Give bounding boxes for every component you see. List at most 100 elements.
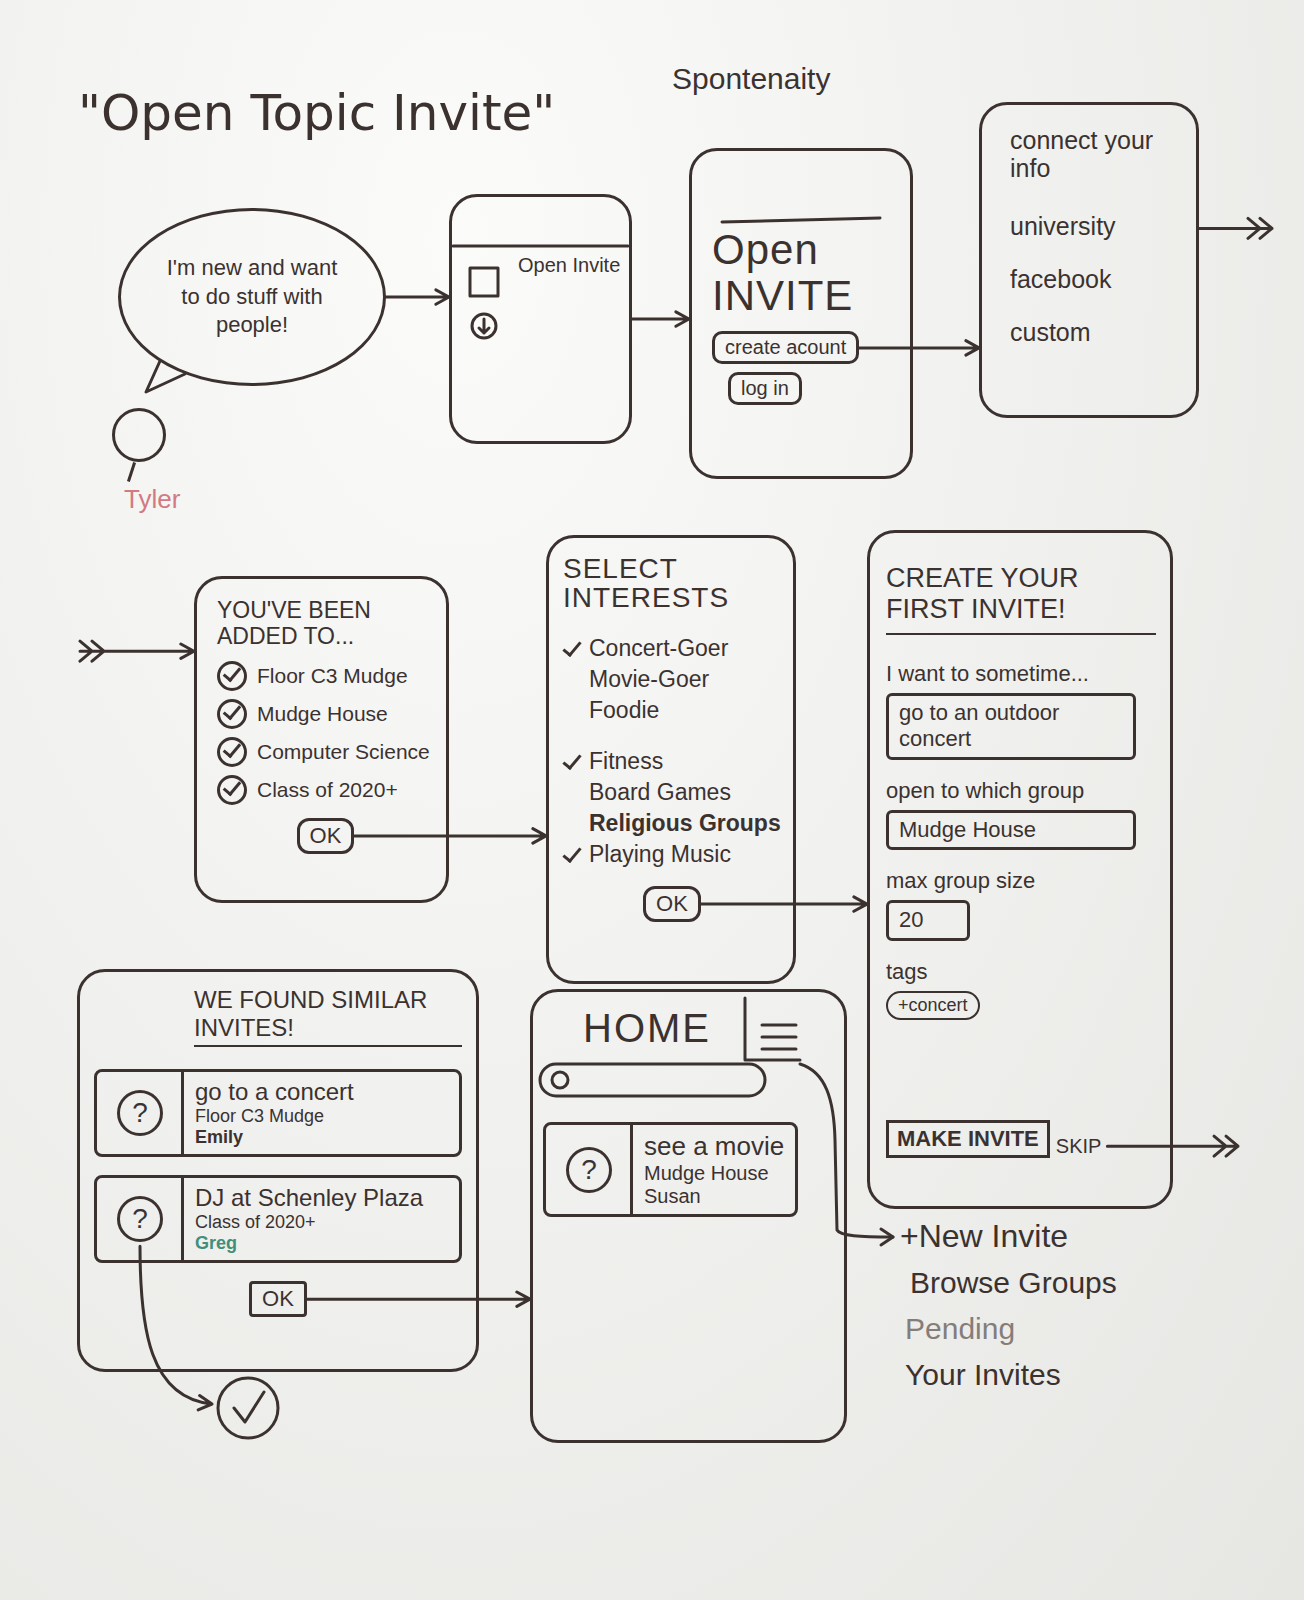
node-text: open to which group	[886, 778, 1156, 804]
node-text: see a movie	[632, 1131, 785, 1162]
project-note: Spontenaity	[672, 62, 830, 96]
node-text: 20	[899, 907, 957, 933]
ok-button: OK	[249, 1281, 307, 1317]
menu-item: Browse Groups	[910, 1266, 1117, 1300]
flow-arrow	[386, 290, 449, 304]
node-text: create acount	[725, 336, 846, 359]
node-text: MAKE INVITE	[897, 1126, 1039, 1152]
download-icon	[472, 314, 496, 338]
user-figure: Tyler	[100, 408, 230, 528]
make-button: MAKE INVITE	[886, 1120, 1050, 1158]
button: log in	[728, 372, 802, 405]
node-text: SKIP	[1056, 1135, 1102, 1158]
node-text: ?	[132, 1203, 148, 1235]
flow-arrow	[307, 1292, 530, 1306]
phone-screen: CREATE YOUR FIRST INVITE! I want to somet…	[867, 530, 1173, 1209]
node-text: Open Invite	[518, 255, 621, 276]
node-text: CREATE YOUR FIRST INVITE!	[886, 563, 1156, 635]
text-field: 20	[886, 900, 970, 940]
accept-leader	[140, 1246, 212, 1410]
node-text: Floor C3 Mudge	[183, 1106, 449, 1127]
button: create acount	[712, 331, 859, 364]
node-text: OK	[656, 891, 688, 917]
node-text: ?	[132, 1097, 148, 1129]
node-text: log in	[741, 377, 789, 400]
menu-item: Pending	[905, 1312, 1015, 1346]
menu-item: Your Invites	[905, 1358, 1061, 1392]
node-text: SELECT INTERESTS	[563, 554, 781, 613]
node-text: +concert	[898, 995, 968, 1016]
ok-button: OK	[297, 818, 355, 854]
node-text: connect your info	[1010, 127, 1184, 182]
node-text: Class of 2020+	[183, 1212, 449, 1233]
node-text: facebook	[1010, 265, 1184, 294]
hamburger-icon	[762, 1025, 796, 1049]
node-text: ?	[581, 1154, 597, 1186]
node-text: Fitness	[563, 746, 781, 777]
menu-leader-head	[881, 1229, 893, 1245]
invite-card: DJ at Schenley PlazaClass of 2020+Greg?	[94, 1175, 462, 1263]
phone-screen: Open Invite	[449, 194, 632, 444]
phone-screen: SELECT INTERESTS Concert-GoerMovie-GoerFo…	[546, 535, 796, 984]
phone-screen: Open INVITE create acount log in	[689, 148, 913, 479]
download-arrow	[479, 319, 489, 333]
accept-check	[234, 1392, 264, 1422]
diagram-title: "Open Topic Invite"	[78, 84, 555, 142]
placeholder-icon: ?	[117, 1196, 163, 1242]
node-text: Class of 2020+	[217, 778, 434, 802]
node-text: Movie-Goer	[563, 664, 781, 695]
flow-arrow	[859, 341, 979, 355]
node-text: Computer Science	[217, 740, 434, 764]
node-text: Floor C3 Mudge	[217, 664, 434, 688]
invite-card: see a movieMudge HouseSusan?	[543, 1122, 798, 1217]
node-text: Mudge House	[632, 1162, 785, 1185]
node-text: university	[1010, 212, 1184, 241]
node-text: Open INVITE	[712, 227, 900, 319]
node-text: WE FOUND SIMILAR INVITES!	[194, 986, 462, 1047]
node-text: Mudge House	[899, 817, 1123, 843]
screen-header-line	[453, 245, 628, 248]
node-text: Tyler	[100, 484, 230, 515]
node-text: DJ at Schenley Plaza	[183, 1184, 449, 1212]
text-field: Mudge House	[886, 810, 1136, 850]
node-text: max group size	[886, 868, 1156, 894]
speech-bubble: I'm new and want to do stuff with people…	[118, 208, 386, 386]
node-text: Emily	[183, 1127, 449, 1148]
menu-divider	[745, 998, 800, 1060]
node-text: go to a concert	[183, 1078, 449, 1106]
search-icon	[552, 1072, 568, 1088]
app-icon	[470, 268, 498, 296]
bubble-tail	[146, 361, 185, 392]
node-text: tags	[886, 959, 1156, 985]
node-text: HOME	[543, 1004, 832, 1052]
flow-arrow	[80, 218, 1272, 661]
node-text: Susan	[632, 1185, 785, 1208]
phone-screen: HOME see a movieMudge HouseSusan?	[530, 989, 847, 1443]
node-text: Greg	[183, 1233, 449, 1254]
phone-screen: WE FOUND SIMILAR INVITES! go to a concert…	[77, 969, 479, 1372]
node-text: Religious Groups	[563, 808, 781, 839]
node-text: Board Games	[563, 777, 781, 808]
placeholder-icon: ?	[566, 1147, 612, 1193]
flow-arrow	[632, 312, 689, 326]
accept-circle	[218, 1378, 278, 1438]
search-bar	[540, 1064, 765, 1096]
tag-chip: +concert	[886, 991, 980, 1020]
node-text: YOU'VE BEEN ADDED TO...	[217, 597, 434, 650]
node-text: OK	[310, 823, 342, 849]
screen-header-line	[722, 218, 880, 222]
node-text: I want to sometime...	[886, 661, 1156, 687]
flow-arrow	[701, 897, 867, 911]
node-text: custom	[1010, 318, 1184, 347]
ok-button: OK	[643, 886, 701, 922]
node-text: Mudge House	[217, 702, 434, 726]
phone-screen: YOU'VE BEEN ADDED TO... Floor C3 MudgeMud…	[194, 576, 449, 903]
text-field: go to an outdoor concert	[886, 693, 1136, 760]
node-text: Concert-Goer	[563, 633, 781, 664]
placeholder-icon: ?	[117, 1090, 163, 1136]
node-text: Foodie	[563, 695, 781, 726]
node-text: go to an outdoor concert	[899, 700, 1123, 753]
phone-screen: connect your info university facebook custo…	[979, 102, 1199, 418]
menu-item: +New Invite	[900, 1218, 1068, 1255]
